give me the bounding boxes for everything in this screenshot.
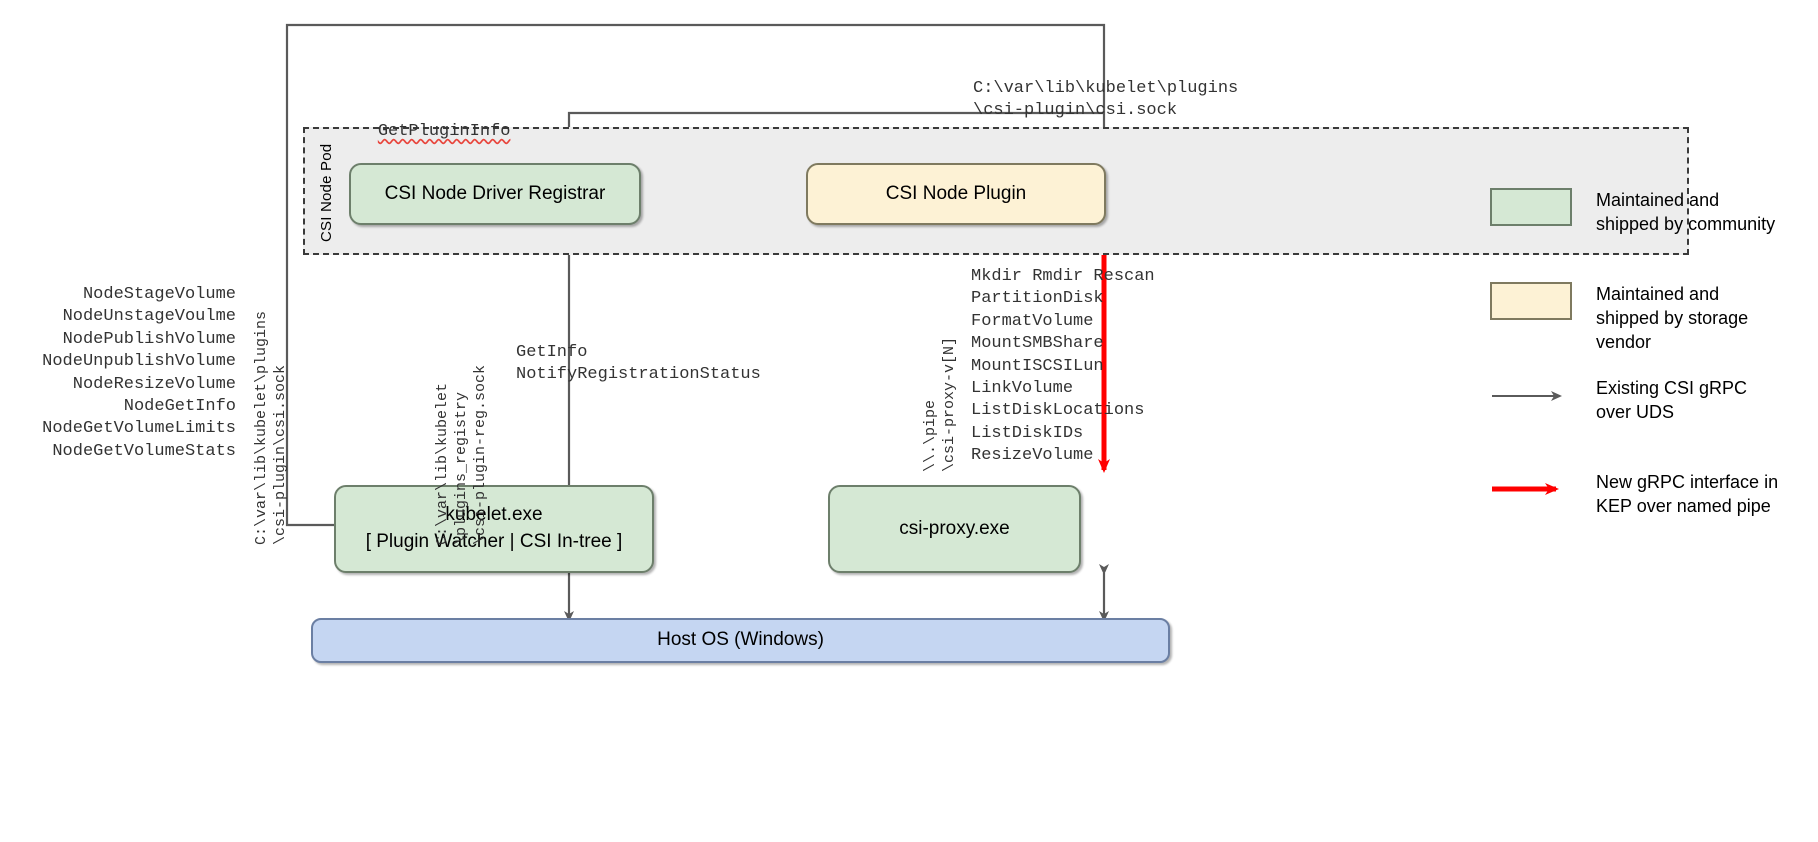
kubelet-subtitle: [ Plugin Watcher | CSI In-tree ] (365, 531, 623, 552)
csi-node-pod-label: CSI Node Pod (318, 143, 335, 242)
node-label: CSI Node Plugin (885, 182, 1027, 204)
label-plugin-sock-path: C:\var\lib\kubelet\plugins \csi-plugin\c… (973, 79, 1239, 121)
kubelet-title: kubelet.exe (445, 504, 543, 526)
label-registry-sock-path-vertical: C:\var\lib\kubelet \plugins_registry \cs… (434, 364, 489, 545)
legend-arrow-red-icon (1490, 470, 1572, 508)
node-csi-proxy-exe[interactable]: csi-proxy.exe (828, 485, 1081, 573)
legend-label: Existing CSI gRPC over UDS (1596, 378, 1748, 422)
get-plugin-info-text: GetPluginInfo (377, 122, 511, 142)
legend-swatch-yellow (1490, 282, 1572, 320)
node-csi-node-driver-registrar[interactable]: CSI Node Driver Registrar (349, 163, 641, 225)
label-csi-proxy-calls: Mkdir Rmdir Rescan PartitionDisk FormatV… (971, 267, 1155, 466)
node-label: Host OS (Windows) (657, 629, 824, 651)
node-kubelet-exe[interactable]: kubelet.exe [ Plugin Watcher | CSI In-tr… (334, 485, 654, 573)
label-node-service-calls: NodeStageVolume NodeUnstageVoulme NodePu… (42, 285, 236, 461)
node-csi-node-plugin[interactable]: CSI Node Plugin (806, 163, 1106, 225)
legend-swatch-green (1490, 188, 1572, 226)
label-registration-calls: GetInfo NotifyRegistrationStatus (516, 343, 761, 385)
legend-item-community: Maintained and shipped by community (1490, 188, 1786, 236)
legend-label: New gRPC interface in KEP over named pip… (1596, 472, 1779, 516)
legend-label: Maintained and shipped by storage vendor (1596, 284, 1749, 352)
node-host-os[interactable]: Host OS (Windows) (311, 618, 1170, 663)
node-label: csi-proxy.exe (899, 517, 1010, 539)
label-named-pipe-vertical: \\.\pipe \csi-proxy-v[N] (922, 336, 958, 472)
label-get-plugin-info: GetPluginInfo (337, 99, 511, 166)
edge-kubelet-to-node-plugin (285, 23, 1109, 527)
node-label: CSI Node Driver Registrar (384, 182, 606, 204)
label-csi-sock-path-vertical: C:\var\lib\kubelet\plugins \csi-plugin\c… (253, 310, 289, 545)
legend-item-new-grpc-named-pipe: New gRPC interface in KEP over named pip… (1490, 470, 1786, 518)
legend-arrow-gray-icon (1490, 376, 1572, 414)
legend-label: Maintained and shipped by community (1596, 190, 1776, 234)
legend-item-storage-vendor: Maintained and shipped by storage vendor (1490, 282, 1786, 354)
legend-item-existing-csi-grpc: Existing CSI gRPC over UDS (1490, 376, 1786, 424)
